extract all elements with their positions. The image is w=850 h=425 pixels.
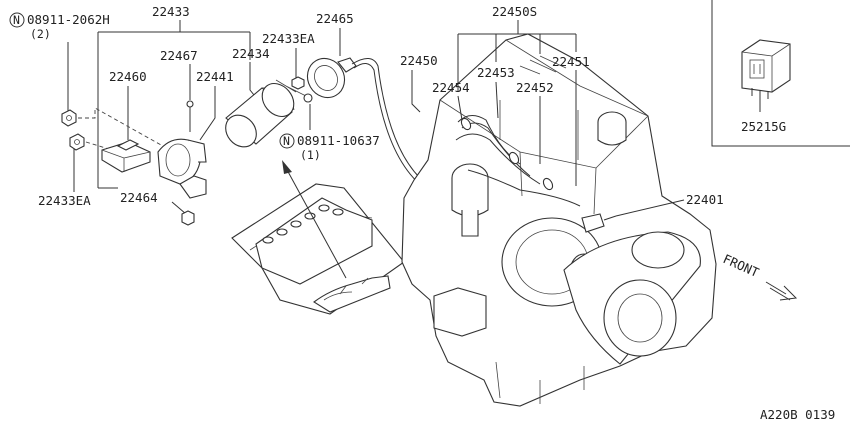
starter-mount bbox=[433, 287, 487, 337]
label-22464: 22464 bbox=[120, 190, 158, 205]
label-22451: 22451 bbox=[552, 54, 590, 69]
oil-filler-cap bbox=[597, 111, 627, 146]
nut-symbol-1: N bbox=[9, 12, 25, 28]
label-22467: 22467 bbox=[160, 48, 198, 63]
qty-08911-10637: (1) bbox=[300, 148, 321, 162]
coil-22434 bbox=[225, 79, 307, 148]
fan-belt-pulleys bbox=[563, 231, 701, 365]
label-08911-2062h: 08911-2062H bbox=[27, 12, 110, 27]
engine bbox=[401, 33, 717, 407]
svg-text:N: N bbox=[13, 13, 20, 27]
qty-08911-2062h: (2) bbox=[30, 27, 51, 41]
label-25215g: 25215G bbox=[741, 119, 786, 134]
front-arrow-icon: FRONT bbox=[721, 251, 798, 301]
distributor bbox=[451, 163, 489, 237]
label-22450: 22450 bbox=[400, 53, 438, 68]
relay-inset: 25215G bbox=[711, 0, 850, 147]
battery-caps bbox=[262, 204, 344, 244]
relay-icon bbox=[741, 39, 791, 112]
clamp-22441 bbox=[157, 138, 207, 199]
oil-pan bbox=[495, 361, 585, 404]
front-label: FRONT bbox=[721, 251, 762, 280]
svg-text:N: N bbox=[283, 134, 290, 148]
label-22452: 22452 bbox=[516, 80, 554, 95]
label-22433ea-top: 22433EA bbox=[262, 31, 315, 46]
location-arrow bbox=[282, 160, 347, 279]
spark-plug-22401 bbox=[581, 213, 617, 233]
nut-upper bbox=[61, 109, 77, 127]
label-22433: 22433 bbox=[152, 4, 190, 19]
nut-lower bbox=[69, 133, 85, 151]
bolt-22467 bbox=[186, 100, 194, 132]
label-22453: 22453 bbox=[477, 65, 515, 80]
label-22450s: 22450S bbox=[492, 4, 537, 19]
bracket-22460 bbox=[101, 139, 151, 173]
label-22434: 22434 bbox=[232, 46, 270, 61]
label-22401: 22401 bbox=[686, 192, 724, 207]
battery-tray bbox=[231, 183, 405, 315]
spark-plug-leads bbox=[455, 115, 581, 207]
label-08911-10637: 08911-10637 bbox=[297, 133, 380, 148]
label-22441: 22441 bbox=[196, 69, 234, 84]
figure-code: A220B 0139 bbox=[760, 407, 835, 422]
label-22454: 22454 bbox=[432, 80, 470, 95]
label-22465: 22465 bbox=[316, 11, 354, 26]
coil-cap-22465 bbox=[303, 57, 357, 103]
nut-22433ea bbox=[291, 76, 305, 90]
nut-symbol-2: N bbox=[279, 133, 295, 149]
label-22433ea-bottom: 22433EA bbox=[38, 193, 91, 208]
nut-22464 bbox=[181, 210, 195, 226]
label-22460: 22460 bbox=[109, 69, 147, 84]
